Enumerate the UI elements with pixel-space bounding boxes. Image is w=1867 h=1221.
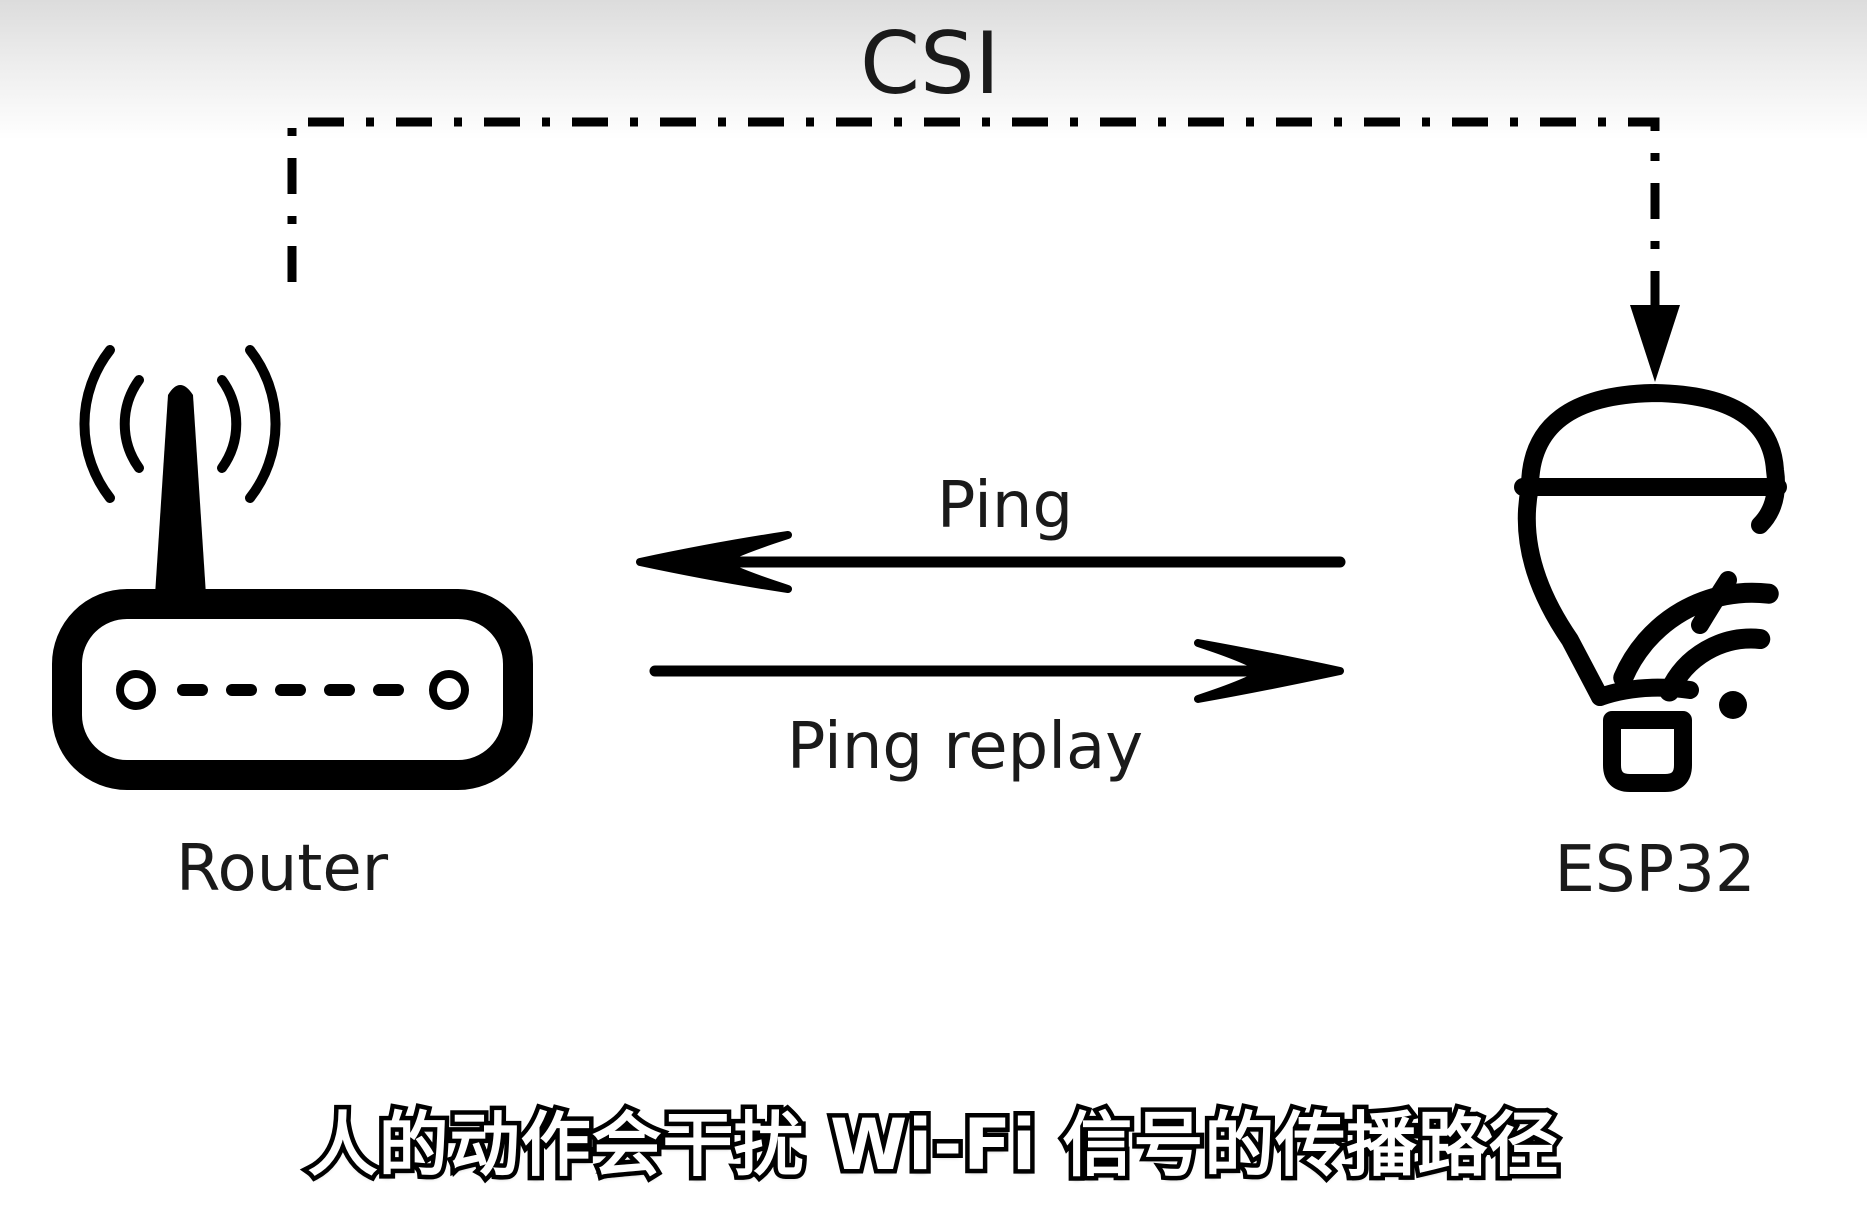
csi-dashdot-line	[287, 117, 1660, 318]
ping-reply-arrow	[649, 639, 1344, 703]
ping-arrow	[636, 531, 1346, 593]
right-arrowhead-icon	[1194, 639, 1344, 703]
router-icon	[52, 345, 533, 790]
router-label: Router	[176, 832, 389, 906]
left-arrowhead-icon	[636, 531, 792, 593]
video-subtitle: 人的动作会干扰 Wi-Fi 信号的传播路径	[303, 1100, 1563, 1191]
wifi-signal-icon	[1613, 582, 1779, 719]
ping-reply-label: Ping replay	[787, 710, 1143, 784]
esp32-label: ESP32	[1554, 833, 1755, 907]
csi-label: CSI	[860, 14, 1000, 114]
ping-label: Ping	[937, 469, 1073, 543]
csi-arrowhead-icon	[1630, 305, 1680, 382]
top-gradient-band	[0, 0, 1867, 140]
